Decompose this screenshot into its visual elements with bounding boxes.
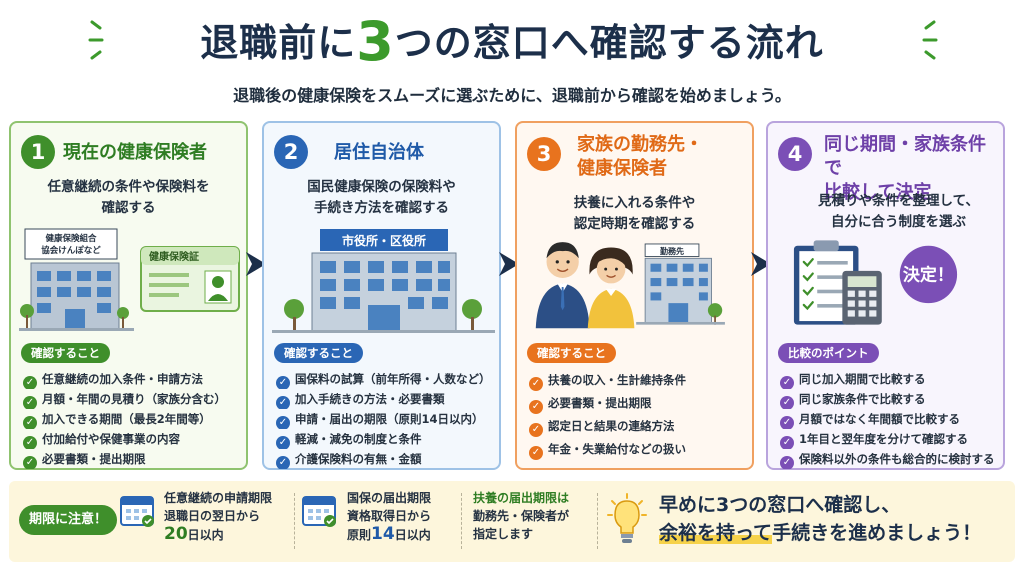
step-desc-4: 見積りや条件を整理して、自分に合う制度を選ぶ bbox=[818, 193, 979, 230]
arrow-right-icon bbox=[246, 252, 266, 276]
list-item: ✓年金・失業給付などの扱い bbox=[529, 438, 748, 461]
check-icon: ✓ bbox=[780, 456, 794, 469]
list-item: ✓国保料の試算（前年所得・人数など） bbox=[276, 369, 495, 389]
list-item: ✓保険料以外の条件も総合的に検討する bbox=[780, 449, 999, 469]
deadline-bar: 期限に注意！ 任意継続の申請期限 退職日の翌日から 20日以内 国保の届出期限 … bbox=[9, 481, 1015, 562]
page-subtitle: 退職後の健康保険をスムーズに選ぶために、退職前から確認を始めましょう。 bbox=[233, 86, 791, 105]
building-sign-text-1: 健康保険組合 bbox=[45, 233, 97, 244]
step-number-4: 4 bbox=[778, 137, 812, 171]
list-item: ✓介護保険料の有無・金額 bbox=[276, 449, 495, 469]
check-icon: ✓ bbox=[780, 416, 794, 429]
list-item: ✓扶養の収入・生計維持条件 bbox=[529, 369, 748, 392]
check-icon: ✓ bbox=[276, 396, 290, 409]
check-icon: ✓ bbox=[276, 416, 290, 429]
check-icon: ✓ bbox=[529, 400, 543, 414]
check-section-label-4: 比較のポイント bbox=[778, 343, 879, 363]
step-desc-3: 扶養に入れる条件や認定時期を確認する bbox=[573, 195, 696, 232]
check-icon: ✓ bbox=[23, 376, 37, 389]
step-number-1: 1 bbox=[21, 135, 55, 169]
list-item: ✓付加給付や保健事業の内容 bbox=[23, 429, 242, 449]
check-icon: ✓ bbox=[529, 377, 543, 391]
check-icon: ✓ bbox=[780, 376, 794, 389]
check-icon: ✓ bbox=[529, 446, 543, 460]
list-item: ✓1年目と翌年度を分けて確認する bbox=[780, 429, 999, 449]
sparkle-left-icon bbox=[88, 20, 104, 60]
check-icon: ✓ bbox=[780, 396, 794, 409]
divider bbox=[461, 493, 462, 549]
deadline-warning-label: 期限に注意！ bbox=[19, 505, 118, 535]
divider bbox=[597, 493, 598, 549]
step-title-4: 同じ期間・家族条件で比較して決定 bbox=[824, 134, 986, 203]
deadline-days-2: 14 bbox=[371, 524, 395, 544]
step-card-4: 4 同じ期間・家族条件で比較して決定 見積りや条件を整理して、自分に合う制度を選… bbox=[766, 121, 1005, 470]
list-item: ✓必要書類・提出期限 bbox=[23, 449, 242, 469]
check-icon: ✓ bbox=[23, 456, 37, 469]
check-icon: ✓ bbox=[23, 416, 37, 429]
insurance-card-label: 健康保険証 bbox=[149, 250, 199, 263]
step-desc-1: 任意継続の条件や保険料を確認する bbox=[47, 179, 210, 216]
city-hall-illustration: 市役所・区役所 bbox=[272, 229, 495, 333]
step-desc-2: 国民健康保険の保険料や手続き方法を確認する bbox=[307, 179, 456, 216]
check-icon: ✓ bbox=[276, 376, 290, 389]
check-icon: ✓ bbox=[276, 456, 290, 469]
list-item: ✓必要書類・提出期限 bbox=[529, 392, 748, 415]
step-card-3: 3 家族の勤務先・健康保険者 扶養に入れる条件や認定時期を確認する 勤務先 確認… bbox=[515, 121, 754, 470]
sparkle-right-icon bbox=[922, 20, 938, 60]
step-card-2: 2 居住自治体 国民健康保険の保険料や手続き方法を確認する 市役所・区役所 確認… bbox=[262, 121, 501, 470]
city-hall-sign: 市役所・区役所 bbox=[342, 233, 426, 248]
insurer-building-illustration: 健康保険組合 協会けんぽなど 健康保険証 bbox=[19, 228, 240, 331]
list-item: ✓申請・届出の期限（原則14日以内） bbox=[276, 409, 495, 429]
deadline-item-1: 任意継続の申請期限 退職日の翌日から 20日以内 bbox=[164, 491, 273, 544]
list-item: ✓加入できる期間（最長2年間等） bbox=[23, 409, 242, 429]
list-item: ✓月額・年間の見積り（家族分含む） bbox=[23, 389, 242, 409]
step-card-1: 1 現在の健康保険者 任意継続の条件や保険料を確認する 健康保険組合 協会けんぽ… bbox=[9, 121, 248, 470]
check-section-label-2: 確認すること bbox=[274, 343, 363, 363]
family-workplace-illustration: 勤務先 bbox=[535, 242, 725, 329]
header: 退職前に3つの窓口へ確認する流れ 退職後の健康保険をスムーズに選ぶために、退職前… bbox=[0, 0, 1024, 118]
check-icon: ✓ bbox=[780, 436, 794, 449]
deadline-item-3: 扶養の届出期限は 勤務先・保険者が 指定します bbox=[473, 491, 570, 541]
arrow-right-icon bbox=[751, 252, 771, 276]
lightbulb-icon bbox=[607, 493, 647, 543]
highlight-text: 余裕を持って bbox=[659, 522, 773, 544]
check-section-label-1: 確認すること bbox=[21, 343, 110, 363]
workplace-sign: 勤務先 bbox=[660, 246, 684, 256]
building-sign-text-2: 協会けんぽなど bbox=[41, 245, 101, 256]
list-item: ✓同じ家族条件で比較する bbox=[780, 389, 999, 409]
title-number: 3 bbox=[356, 10, 395, 73]
arrow-right-icon bbox=[499, 252, 519, 276]
list-item: ✓認定日と結果の連絡方法 bbox=[529, 415, 748, 438]
list-item: ✓同じ加入期間で比較する bbox=[780, 369, 999, 389]
check-list-2: ✓国保料の試算（前年所得・人数など） ✓加入手続きの方法・必要書類 ✓申請・届出… bbox=[276, 369, 495, 469]
step-number-3: 3 bbox=[527, 137, 561, 171]
calendar-icon bbox=[302, 496, 336, 527]
step-title-2: 居住自治体 bbox=[334, 142, 424, 163]
deadline-item-2: 国保の届出期限 資格取得日から 原則14日以内 bbox=[347, 491, 432, 544]
check-list-3: ✓扶養の収入・生計維持条件 ✓必要書類・提出期限 ✓認定日と結果の連絡方法 ✓年… bbox=[529, 369, 748, 461]
deadline-days-1: 20 bbox=[164, 524, 188, 544]
calendar-icon bbox=[120, 496, 154, 527]
list-item: ✓月額ではなく年間額で比較する bbox=[780, 409, 999, 429]
step-number-2: 2 bbox=[274, 135, 308, 169]
step-title-1: 現在の健康保険者 bbox=[63, 142, 207, 163]
decision-badge: 決定！ bbox=[903, 265, 954, 286]
check-list-4: ✓同じ加入期間で比較する ✓同じ家族条件で比較する ✓月額ではなく年間額で比較す… bbox=[780, 369, 999, 469]
check-section-label-3: 確認すること bbox=[527, 343, 616, 363]
step-title-3: 家族の勤務先・健康保険者 bbox=[577, 134, 703, 179]
divider bbox=[294, 493, 295, 549]
list-item: ✓軽減・減免の制度と条件 bbox=[276, 429, 495, 449]
compare-decide-illustration: 決定！ bbox=[793, 240, 958, 325]
check-icon: ✓ bbox=[529, 423, 543, 437]
list-item: ✓任意継続の加入条件・申請方法 bbox=[23, 369, 242, 389]
check-icon: ✓ bbox=[23, 436, 37, 449]
check-list-1: ✓任意継続の加入条件・申請方法 ✓月額・年間の見積り（家族分含む） ✓加入できる… bbox=[23, 369, 242, 469]
list-item: ✓加入手続きの方法・必要書類 bbox=[276, 389, 495, 409]
page-title: 退職前に3つの窓口へ確認する流れ bbox=[200, 10, 824, 73]
check-icon: ✓ bbox=[23, 396, 37, 409]
closing-message: 早めに3つの窓口へ確認し、 余裕を持って手続きを進めましょう！ bbox=[659, 494, 982, 544]
check-icon: ✓ bbox=[276, 436, 290, 449]
